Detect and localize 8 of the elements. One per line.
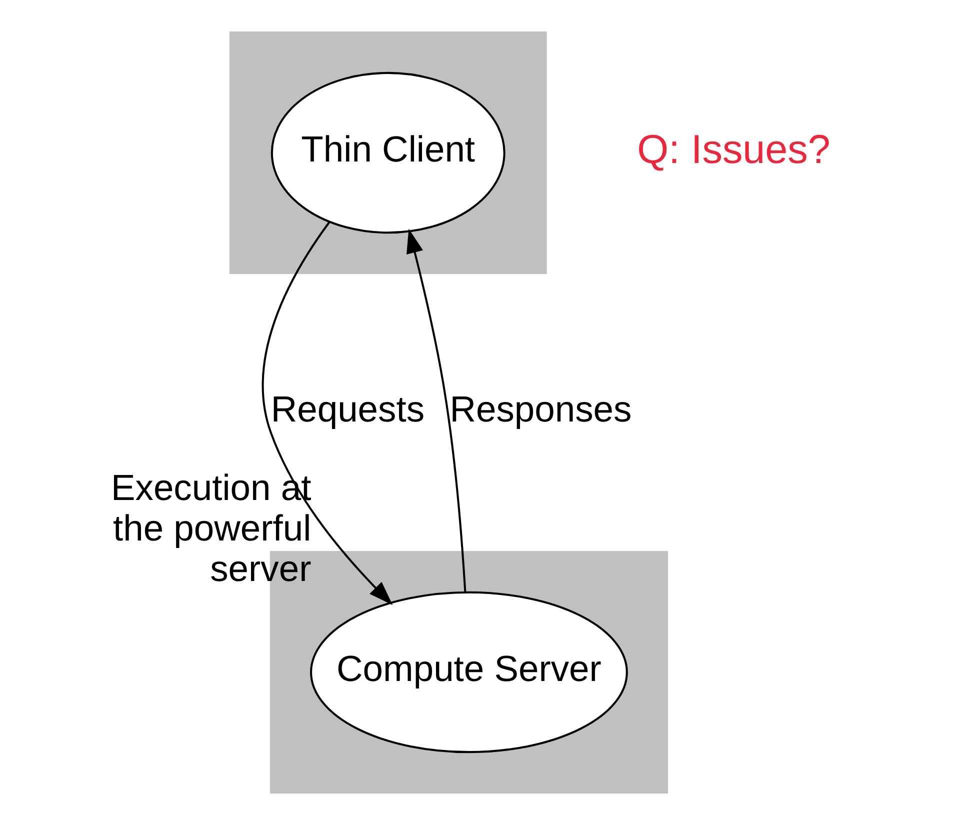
node-ellipse: Thin Client	[270, 72, 506, 234]
edge-label: Requests	[270, 388, 425, 430]
edge-label: Responses	[450, 388, 632, 430]
label: Q: Issues?	[637, 126, 830, 172]
cluster	[229, 32, 547, 274]
arrow	[262, 221, 393, 606]
arrow	[406, 228, 466, 592]
node-ellipse: Compute Server	[310, 591, 628, 754]
